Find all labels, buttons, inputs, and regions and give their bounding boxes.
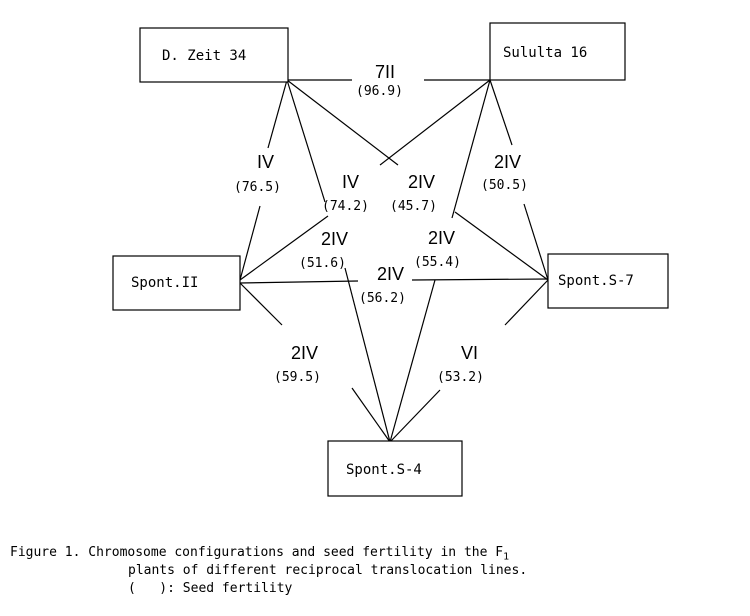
fertility-sululta-s7: (50.5) (481, 178, 528, 193)
fertility-spontii-s4: (59.5) (274, 370, 321, 385)
node-box-d-zeit (139, 27, 289, 83)
config-zeit-s4: IV (342, 172, 359, 192)
nodes (112, 22, 669, 497)
edge-zeit-spontii-b (239, 205, 261, 281)
edge-s7-s4-b (389, 389, 441, 443)
fertility-s7-s4: (53.2) (437, 370, 484, 385)
config-zeit-spontii: IV (257, 152, 274, 172)
fertility-sululta-s4: (55.4) (414, 255, 461, 270)
fertility-zeit-s4: (74.2) (322, 199, 369, 214)
caption-subscript: 1 (503, 551, 510, 563)
edge-sululta-s4 (451, 79, 491, 219)
node-label-sululta: Sululta 16 (503, 45, 587, 61)
fertility-spontii-s7: (56.2) (359, 291, 406, 306)
config-sululta-s7: 2IV (494, 152, 521, 172)
fertility-zeit-s7: (45.7) (390, 199, 437, 214)
config-sululta-s4: 2IV (428, 228, 455, 248)
edge-zeit-s7 (286, 79, 399, 166)
config-s7-s4: VI (461, 343, 478, 363)
node-label-spont-ii: Spont.II (131, 275, 198, 291)
config-spontii-s7: 2IV (377, 264, 404, 284)
fertility-zeit-spontii: (76.5) (234, 180, 281, 195)
edges (239, 79, 549, 443)
node-box-spont-s7 (547, 253, 669, 309)
node-label-d-zeit: D. Zeit 34 (162, 48, 246, 64)
edge-sululta-spontii (379, 79, 491, 166)
config-zeit-sululta: 7II (375, 62, 395, 82)
edge-zeit-s4 (286, 79, 326, 203)
fertility-sululta-spontii: (51.6) (299, 256, 346, 271)
caption-main-text: Figure 1. Chromosome configurations and … (10, 545, 504, 560)
edge-zeit-s4-b (344, 267, 391, 443)
edge-sululta-s7-b (523, 203, 549, 281)
edge-sululta-s4-b (389, 279, 436, 443)
node-box-sululta (489, 22, 626, 81)
edge-sululta-s7 (489, 79, 513, 146)
edge-spontii-s4-b (351, 387, 391, 443)
figure-caption-line-1: Figure 1. Chromosome configurations and … (10, 545, 509, 566)
config-spontii-s4: 2IV (291, 343, 318, 363)
figure-caption-line-2: plants of different reciprocal transloca… (128, 563, 528, 578)
node-label-spont-s7: Spont.S-7 (558, 273, 634, 289)
edge-zeit-spontii (267, 79, 288, 149)
config-sululta-spontii: 2IV (321, 229, 348, 249)
node-box-spont-ii (112, 255, 241, 311)
node-label-spont-s4: Spont.S-4 (346, 462, 422, 478)
edge-zeit-s7-b (454, 211, 549, 281)
fertility-zeit-sululta: (96.9) (356, 84, 403, 99)
edge-s7-s4 (504, 279, 549, 326)
figure-caption-line-3: ( ): Seed fertility (128, 581, 293, 596)
edge-spontii-s4 (239, 282, 283, 326)
edge-spontii-s7 (239, 280, 359, 284)
node-box-spont-s4 (327, 440, 463, 497)
edge-spontii-s7-b (411, 278, 549, 281)
config-zeit-s7: 2IV (408, 172, 435, 192)
edge-sululta-spontii-b (239, 215, 329, 281)
